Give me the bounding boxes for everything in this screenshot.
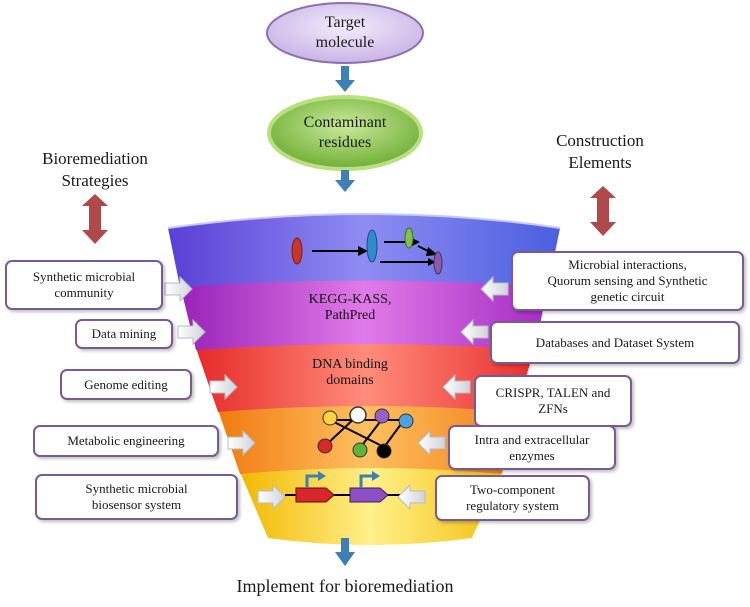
right-box-2-line1: Databases and Dataset System <box>535 334 695 350</box>
left-heading-line1: Bioremediation <box>42 149 148 168</box>
down-arrow-1 <box>335 66 355 92</box>
down-arrow-2 <box>335 170 355 192</box>
right-box-4-line1: Intra and extracellular <box>474 431 590 447</box>
left-box-5-line1: Synthetic microbial <box>85 481 188 496</box>
right-heading-line1: Construction <box>556 131 644 150</box>
contaminant-line1: Contaminant <box>303 114 387 131</box>
right-box-databases: Databases and Dataset System <box>490 321 740 364</box>
left-heading: Bioremediation Strategies <box>10 148 180 192</box>
left-box-metabolic-engineering: Metabolic engineering <box>33 425 219 457</box>
target-molecule-line1: Target <box>324 14 366 31</box>
right-box-3-line2: ZFNs <box>538 401 568 416</box>
gene-circuit-graphic <box>285 471 410 503</box>
left-box-1-line1: Synthetic microbial <box>32 269 136 284</box>
left-box-1-line2: community <box>54 285 114 300</box>
dna-line1: DNA binding <box>312 357 388 372</box>
footer-label: Implement for bioremediation <box>236 576 454 596</box>
right-heading: Construction Elements <box>515 130 685 174</box>
network-graphic <box>317 406 414 459</box>
cells-graphic <box>291 227 443 275</box>
right-box-5-line1: Two-component <box>469 482 555 497</box>
kegg-line2: PathPred <box>324 308 376 323</box>
double-arrow-left <box>82 194 108 244</box>
left-heading-line2: Strategies <box>61 171 129 190</box>
kegg-line1: KEGG-KASS, <box>308 292 392 307</box>
left-box-4-line1: Metabolic engineering <box>67 433 185 448</box>
kegg-kass-label: KEGG-KASS, PathPred <box>290 292 410 324</box>
contaminant-residues-oval <box>267 95 423 171</box>
right-box-microbial-interactions: Microbial interactions,Quorum sensing an… <box>511 251 744 311</box>
right-box-1-line1: Microbial interactions, <box>568 257 687 272</box>
contaminant-residues-label: Contaminant residues <box>269 100 421 166</box>
double-arrow-right <box>590 186 616 236</box>
right-box-5-line2: regulatory system <box>466 498 559 513</box>
funnel-band-purple <box>180 278 548 350</box>
left-box-2-line1: Data mining <box>91 326 157 341</box>
left-box-genome-editing: Genome editing <box>60 369 192 400</box>
target-molecule-oval <box>266 2 424 64</box>
left-small-arrows <box>164 275 286 511</box>
right-small-arrows <box>397 275 509 511</box>
left-box-5-line2: biosensor system <box>91 497 182 512</box>
contaminant-line2: residues <box>318 134 372 151</box>
funnel-rim <box>167 213 561 229</box>
dna-binding-label: DNA binding domains <box>290 357 410 389</box>
target-molecule-label: Target molecule <box>267 6 423 60</box>
right-heading-line2: Elements <box>568 153 632 172</box>
right-box-1-line3: genetic circuit <box>590 289 665 304</box>
left-box-data-mining: Data mining <box>75 319 173 349</box>
dna-line2: domains <box>326 373 374 388</box>
right-box-3-line1: CRISPR, TALEN and <box>495 385 611 400</box>
left-box-3-line1: Genome editing <box>84 376 168 392</box>
right-box-4-line2: enzymes <box>509 447 555 463</box>
target-molecule-line2: molecule <box>315 34 375 51</box>
down-arrow-3 <box>335 538 355 566</box>
right-box-1-line2: Quorum sensing and Synthetic <box>547 273 708 288</box>
